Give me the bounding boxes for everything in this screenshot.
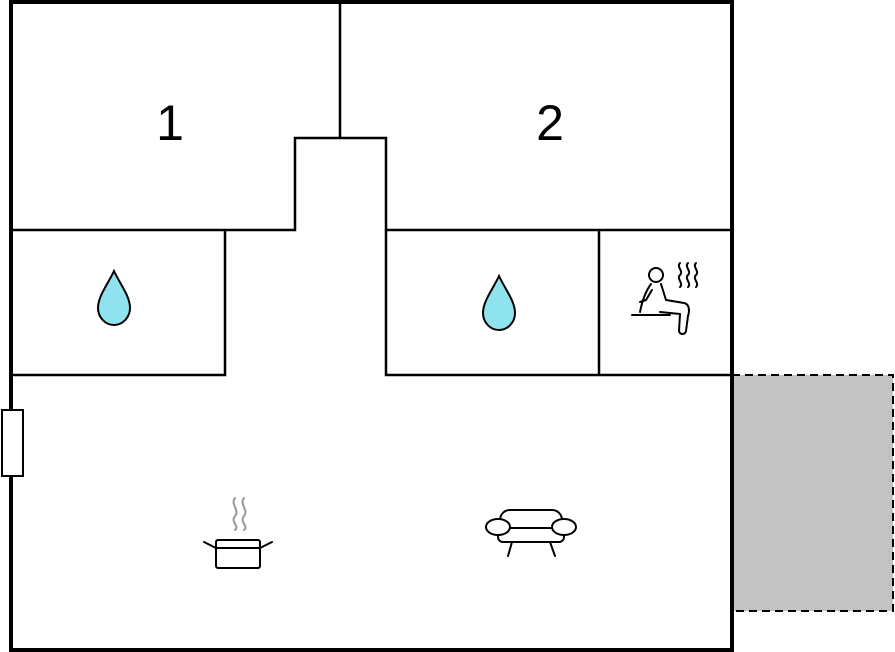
bedroom-1-label: 1 bbox=[156, 95, 184, 151]
water-drop-icon bbox=[96, 268, 132, 327]
interior-walls bbox=[11, 2, 732, 377]
bedroom-2-label: 2 bbox=[536, 95, 564, 151]
sauna-icon bbox=[631, 262, 699, 335]
cooking-pot-icon bbox=[203, 497, 273, 569]
entrance-door bbox=[1, 409, 24, 477]
outer-wall bbox=[9, 0, 734, 652]
terrace bbox=[731, 374, 894, 612]
water-drop-icon bbox=[481, 273, 517, 332]
sofa-icon bbox=[485, 509, 577, 557]
